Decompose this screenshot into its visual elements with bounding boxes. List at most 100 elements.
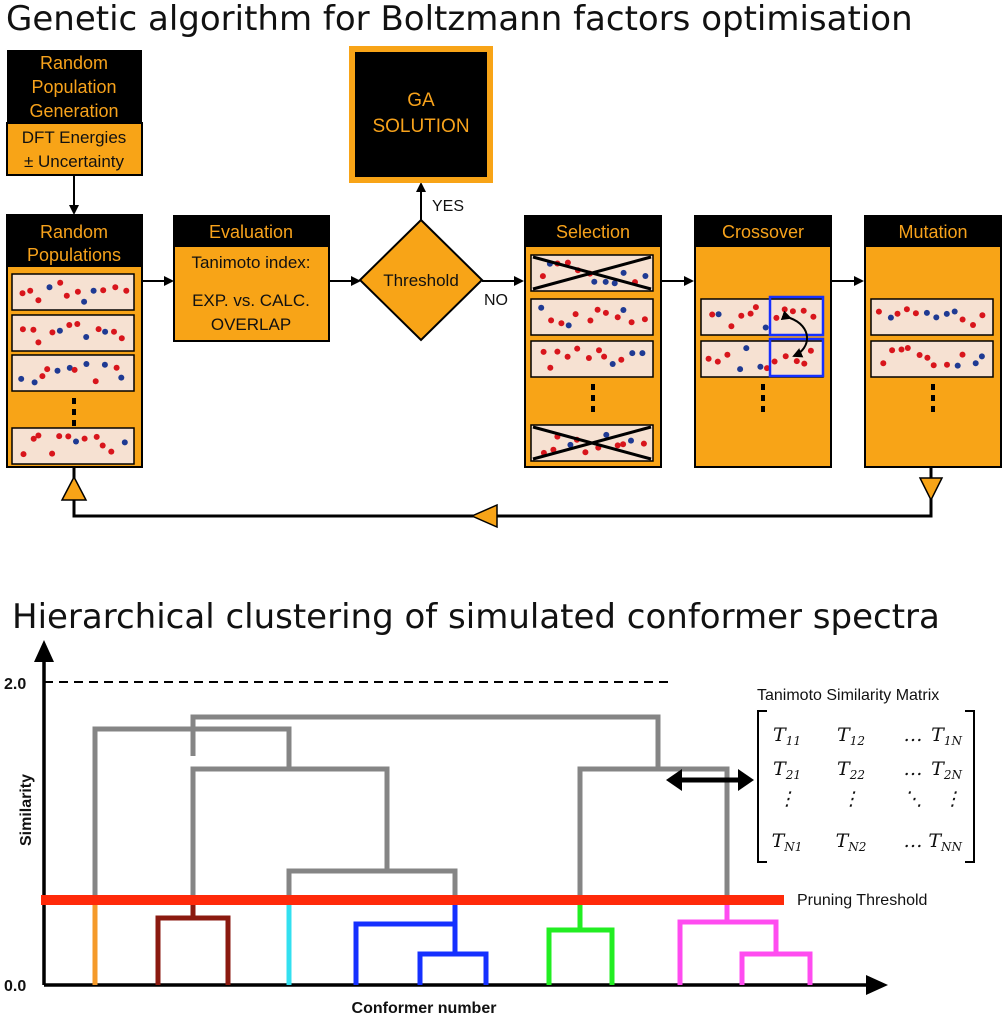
- ellipsis-dots: [761, 384, 765, 412]
- cluster-blue: [353, 900, 489, 985]
- ytick-top: 2.0: [4, 676, 26, 693]
- x-axis-arrowhead: [866, 975, 888, 995]
- population-dot: [609, 361, 616, 367]
- population-dot: [930, 362, 937, 369]
- population-dot: [951, 308, 958, 315]
- population-strip: [530, 340, 654, 378]
- population-dot: [83, 361, 90, 367]
- matrix-entry: ⋮: [943, 788, 962, 810]
- population-dot: [773, 314, 780, 321]
- population-dot: [591, 278, 598, 285]
- population-dot: [54, 367, 61, 374]
- feedback-loop: [60, 467, 944, 529]
- population-dot: [629, 350, 636, 357]
- population-dot: [924, 354, 931, 361]
- population-dot: [894, 310, 901, 317]
- cluster-darkred: [155, 900, 231, 985]
- matrix-entry: …: [904, 758, 923, 780]
- population-strip: [11, 314, 135, 352]
- matrix-title: Tanimoto Similarity Matrix: [757, 687, 939, 704]
- population-dot: [56, 433, 63, 440]
- population-dot: [71, 366, 78, 373]
- population-dot: [538, 304, 545, 311]
- matrix-entry: TN2: [836, 830, 867, 854]
- loop-arrow-up: [60, 475, 88, 501]
- start-header-line-2: Population: [31, 77, 116, 97]
- population-dot: [709, 311, 716, 318]
- ga-title: Genetic algorithm for Boltzmann factors …: [6, 0, 913, 39]
- start-header-line-1: Random: [40, 53, 108, 73]
- population-dot: [602, 309, 609, 316]
- population-dot: [620, 307, 627, 313]
- populations-panel: Random Populations: [6, 214, 143, 468]
- population-dot: [44, 366, 51, 373]
- population-dot: [66, 364, 73, 371]
- population-dot: [807, 347, 814, 354]
- no-label: NO: [484, 292, 508, 309]
- ellipsis-dots: [931, 384, 935, 412]
- population-strip: [870, 340, 994, 378]
- population-dot: [100, 287, 107, 294]
- matrix-entry: T22: [837, 758, 865, 782]
- population-dot: [782, 353, 789, 360]
- population-dot: [705, 355, 712, 362]
- population-dot: [65, 433, 72, 440]
- population-dot: [564, 259, 571, 266]
- loop-arrow-left: [470, 503, 498, 529]
- population-dot: [81, 435, 88, 442]
- population-dot: [90, 287, 97, 294]
- population-dot: [111, 328, 117, 335]
- population-dot: [66, 322, 73, 328]
- population-dot: [118, 335, 125, 342]
- selection-panel: Selection: [524, 215, 662, 468]
- population-dot: [781, 306, 788, 313]
- population-dot: [118, 374, 125, 381]
- population-dot: [548, 317, 555, 324]
- loop-arrow-down: [918, 477, 944, 502]
- population-strip: [530, 298, 654, 336]
- matrix-left-bracket: [757, 710, 767, 863]
- population-dot: [39, 373, 46, 380]
- population-dot: [113, 364, 120, 371]
- solution-line-2: SOLUTION: [372, 116, 469, 137]
- mutation-header: Mutation: [898, 222, 967, 242]
- population-dot: [539, 273, 546, 280]
- population-dot: [904, 345, 911, 351]
- population-dot: [737, 366, 744, 373]
- cluster-green: [546, 900, 615, 985]
- population-dot: [903, 306, 910, 313]
- population-dot: [19, 326, 26, 333]
- pruning-threshold-label: Pruning Threshold: [797, 892, 927, 909]
- double-arrow-right-head: [738, 769, 754, 791]
- population-dot: [74, 288, 81, 295]
- evaluation-line-2: EXP. vs. CALC.: [192, 291, 310, 310]
- population-dot: [63, 292, 70, 299]
- matrix-entry: ⋮: [778, 788, 797, 810]
- population-dot: [628, 437, 634, 444]
- matrix-entry: T11: [773, 724, 801, 748]
- clustering-title: Hierarchical clustering of simulated con…: [12, 597, 940, 637]
- population-dot: [594, 306, 601, 313]
- dendrogram: 2.0 0.0 Similarity Conformer number: [4, 640, 975, 1017]
- y-axis-label: Similarity: [18, 774, 35, 846]
- matrix-entry: TN1: [772, 830, 803, 854]
- population-dot: [738, 312, 745, 319]
- matrix-entry: TNN: [928, 830, 962, 854]
- population-dot: [123, 287, 130, 294]
- population-dot: [923, 309, 930, 316]
- population-dot: [35, 339, 42, 346]
- matrix-entry: …: [904, 724, 923, 746]
- population-dot: [810, 313, 817, 320]
- crossover-header: Crossover: [722, 222, 804, 242]
- population-dot: [943, 310, 950, 317]
- population-dot: [614, 314, 621, 321]
- population-dot: [121, 439, 128, 446]
- population-dot: [582, 449, 589, 456]
- population-dot: [752, 304, 759, 311]
- population-dot: [73, 438, 79, 445]
- matrix-entry: T21: [773, 758, 801, 782]
- population-dot: [728, 323, 735, 330]
- population-dot: [618, 356, 625, 363]
- threshold-diamond: Threshold: [358, 218, 484, 342]
- population-dot: [30, 435, 37, 442]
